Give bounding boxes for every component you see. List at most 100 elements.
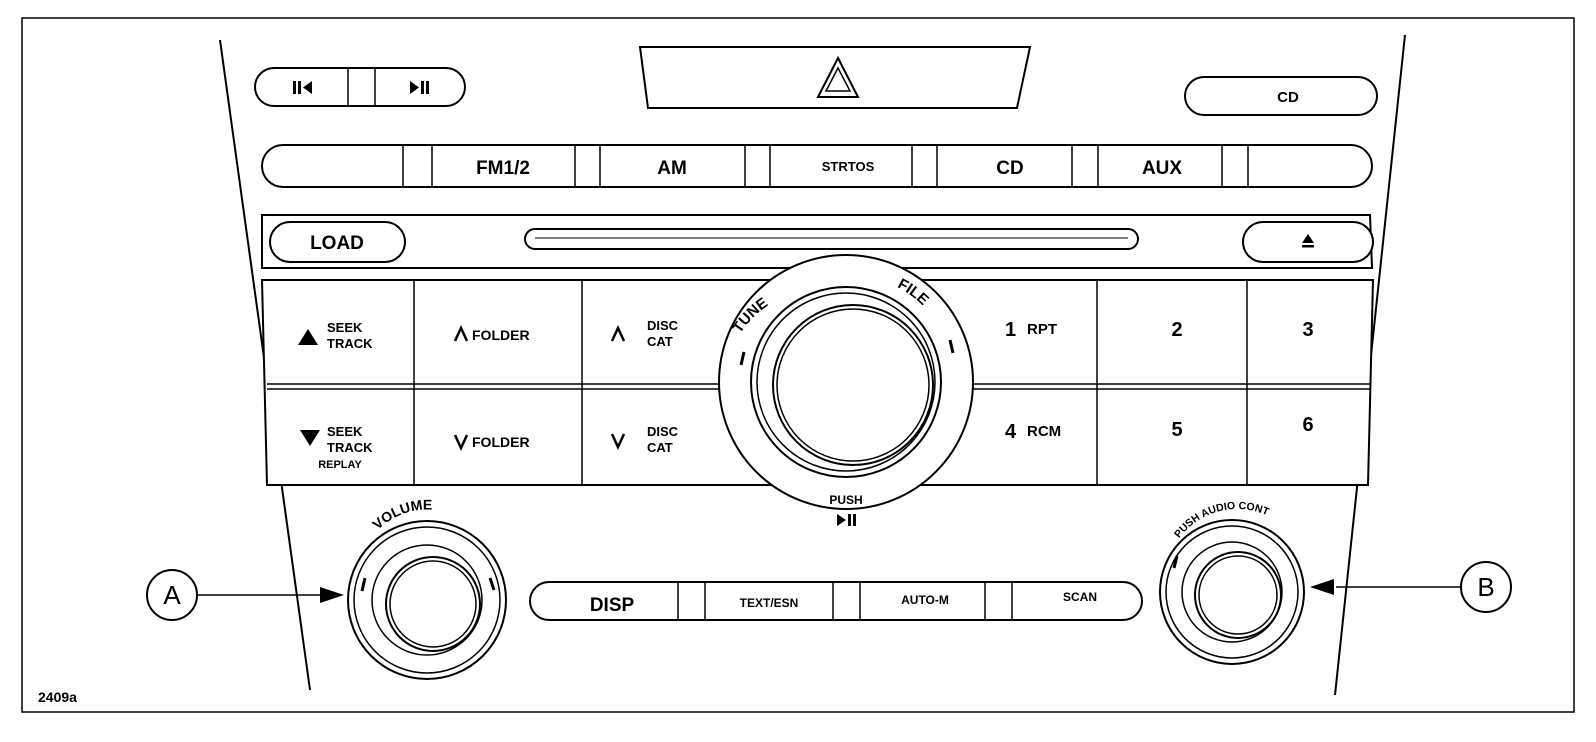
- audio-control-knob[interactable]: PUSH AUDIO CONT: [1159, 500, 1305, 665]
- folder-up-button[interactable]: FOLDER: [415, 282, 581, 383]
- load-button[interactable]: LOAD: [269, 221, 406, 263]
- next-track-button[interactable]: [377, 70, 462, 104]
- chevron-up-icon: [610, 325, 626, 342]
- cd-label: CD: [996, 158, 1023, 179]
- preset-1-number: 1: [1005, 319, 1016, 341]
- bottom-button-strip: DISP TEXT/ESN AUTO-M SCAN: [529, 581, 1143, 621]
- preset-4-label: RCM: [1027, 423, 1061, 440]
- track-buttons: [254, 67, 466, 107]
- chevron-down-icon: [453, 434, 469, 451]
- preset-6-label: 6: [1302, 414, 1313, 436]
- chevron-down-icon: [610, 433, 626, 450]
- seek-down-line3: REPLAY: [318, 459, 362, 471]
- seek-track-up-button[interactable]: SEEK TRACK: [267, 282, 413, 383]
- seek-down-line1: SEEK: [327, 424, 363, 439]
- disp-label: DISP: [590, 595, 635, 616]
- knob-cap: [772, 304, 934, 466]
- folder-down-label: FOLDER: [472, 434, 530, 450]
- bottom-dividers: [677, 582, 1013, 620]
- folder-up-label: FOLDER: [472, 327, 530, 343]
- figure-frame: [21, 17, 1575, 713]
- triangle-down-icon: [300, 430, 320, 446]
- am-button[interactable]: AM: [600, 147, 745, 185]
- preset-2-button[interactable]: 2: [1098, 282, 1246, 383]
- preset-3-label: 3: [1302, 319, 1313, 341]
- auto-m-label: AUTO-M: [901, 593, 949, 607]
- hazard-button[interactable]: [638, 46, 1032, 109]
- volume-cap: [385, 556, 481, 652]
- arrow-left-icon: [1310, 579, 1334, 595]
- volume-bezel-inner: [353, 526, 501, 674]
- figure-id: 2409a: [38, 689, 77, 705]
- am-label: AM: [657, 158, 687, 179]
- knob-cap-rim: [776, 308, 930, 462]
- source-strip-housing: [261, 144, 1373, 188]
- disc-cat-up-button[interactable]: DISC CAT: [583, 282, 723, 383]
- bottom-strip-housing: [529, 581, 1143, 621]
- aux-button[interactable]: AUX: [1098, 147, 1222, 185]
- prev-track-button[interactable]: [260, 70, 346, 104]
- callout-a-label: A: [163, 580, 181, 610]
- disc-cat-down-button[interactable]: DISC CAT: [583, 390, 723, 484]
- disc-up-line1: DISC: [647, 318, 679, 333]
- folder-down-button[interactable]: FOLDER: [415, 390, 581, 484]
- knob-ring-inner: [756, 292, 936, 472]
- seek-track-down-button[interactable]: SEEK TRACK REPLAY: [267, 390, 413, 484]
- tune-file-knob[interactable]: TUNE FILE: [718, 254, 974, 510]
- callout-b-label: B: [1477, 572, 1494, 602]
- preset-1-label: RPT: [1027, 321, 1057, 338]
- preset-6-button[interactable]: 6: [1248, 390, 1368, 484]
- preset-4-button[interactable]: 4 RCM: [970, 390, 1096, 484]
- callout-a: A: [146, 569, 344, 621]
- file-arrow-icon: [948, 339, 955, 354]
- cd-slot-panel: LOAD: [261, 214, 1374, 269]
- scan-label: SCAN: [1063, 590, 1097, 604]
- audio-arrow-icon: [1172, 555, 1179, 569]
- track-button-housing: [254, 67, 466, 107]
- arrow-right-icon: [320, 587, 344, 603]
- source-dividers: [402, 145, 1249, 187]
- top-cd-button[interactable]: CD: [1184, 76, 1378, 116]
- warning-triangle-icon: [816, 55, 860, 98]
- fm-label: FM1/2: [476, 158, 530, 179]
- preset-5-label: 5: [1171, 419, 1182, 441]
- preset-5-button[interactable]: 5: [1098, 390, 1246, 484]
- volume-arrow-icon: [488, 577, 496, 591]
- chevron-up-icon: [453, 325, 469, 342]
- fm-button[interactable]: FM1/2: [432, 147, 575, 185]
- strtos-label: STRTOS: [822, 159, 875, 174]
- panel-column-dividers: [413, 280, 1248, 485]
- aux-label: AUX: [1142, 158, 1182, 179]
- volume-cap-rim: [389, 560, 477, 648]
- disc-down-line1: DISC: [647, 424, 679, 439]
- seek-up-line1: SEEK: [327, 320, 363, 335]
- disc-up-line2: CAT: [647, 334, 673, 349]
- preset-3-button[interactable]: 3: [1248, 282, 1368, 383]
- auto-m-button[interactable]: AUTO-M: [860, 584, 985, 618]
- play-pause-icon: [837, 514, 856, 526]
- disc-down-line2: CAT: [647, 440, 673, 455]
- audio-bezel-inner: [1165, 525, 1299, 659]
- callout-b: B: [1310, 561, 1512, 613]
- preset-1-button[interactable]: 1 RPT: [970, 282, 1096, 383]
- text-esn-label: TEXT/ESN: [740, 596, 799, 610]
- text-esn-button[interactable]: TEXT/ESN: [705, 584, 833, 618]
- scan-button[interactable]: SCAN: [1012, 584, 1137, 618]
- strtos-button[interactable]: STRTOS: [770, 147, 912, 185]
- push-label: PUSH: [829, 493, 862, 507]
- audio-cap: [1194, 551, 1282, 639]
- seek-up-line2: TRACK: [327, 336, 373, 351]
- cd-button[interactable]: CD: [937, 147, 1072, 185]
- eject-icon: [1302, 234, 1314, 248]
- load-label: LOAD: [310, 233, 364, 254]
- preset-4-number: 4: [1005, 421, 1017, 443]
- skip-back-icon: [293, 81, 312, 94]
- volume-arrow-icon: [360, 577, 367, 592]
- volume-knob[interactable]: VOLUME: [347, 497, 507, 680]
- triangle-up-icon: [298, 329, 318, 345]
- source-button-strip: FM1/2 AM STRTOS CD AUX: [261, 144, 1373, 188]
- eject-button[interactable]: [1242, 221, 1374, 263]
- tune-arrow-icon: [739, 351, 746, 366]
- disp-button[interactable]: DISP: [535, 584, 678, 618]
